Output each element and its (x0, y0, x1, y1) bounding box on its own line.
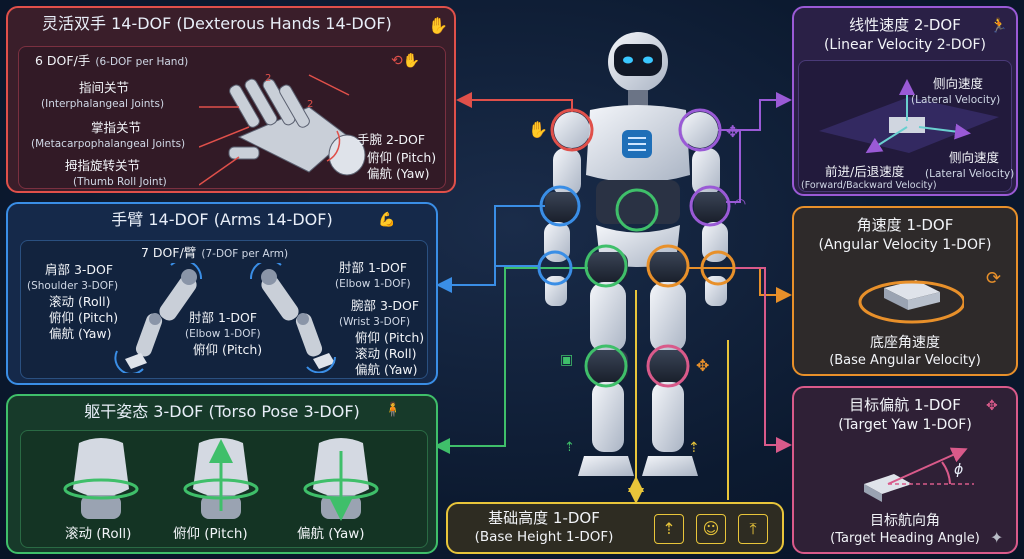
height-marker2-icon: ⇡ (688, 440, 700, 456)
thumb-en: (Thumb Roll Joint) (73, 176, 167, 188)
hands-detail-box: 6 DOF/手 (6-DOF per Hand) ⟲✋ 指间关节 (Interp… (18, 46, 446, 189)
wrist-label: 腕部 3-DOF (351, 298, 420, 313)
wrist-label: 手腕 2-DOF (357, 132, 426, 147)
lateral-en: (Lateral Velocity) (911, 94, 1001, 106)
hand-marker-icon: ✋ (528, 120, 548, 139)
sparkle-icon: ✦ (990, 528, 1004, 547)
elbow-top-en: (Elbow 1-DOF) (335, 278, 411, 290)
elbow-top-label: 肘部 1-DOF (339, 260, 408, 275)
hands-title: 灵活双手 14-DOF (Dexterous Hands 14-DOF) (42, 14, 392, 33)
connector-height (628, 290, 729, 504)
linear-velocity-panel: 线性速度 2-DOF (Linear Velocity 2-DOF) 🏃 侧向速… (792, 6, 1018, 196)
move-icon: ✥ (986, 398, 998, 414)
torso-roll: 滚动 (Roll) (65, 526, 132, 542)
arms-detail-box: 7 DOF/臂 (7-DOF per Arm) 肩部 3-DOF (Should… (20, 240, 428, 379)
base-height-panel: 基础高度 1-DOF (Base Height 1-DOF) ⇡ ☺ ⤒ (446, 502, 784, 554)
wrist-pitch: 俯仰 (Pitch) (355, 330, 425, 345)
forward-label: 前进/后退速度 (825, 164, 905, 179)
torso-marker-icon: ▣ (560, 352, 574, 368)
connector-hands (456, 92, 573, 112)
raise-icon: ⤒ (738, 514, 768, 544)
torso-detail-box: 滚动 (Roll) 俯仰 (Pitch) 偏航 (Yaw) (20, 430, 428, 548)
grip-icon: ⟲✋ (391, 53, 421, 69)
yaw-label: 目标航向角 (870, 513, 940, 529)
connector-arms (436, 205, 545, 293)
angular-illustration (858, 280, 964, 324)
arms-title: 手臂 14-DOF (Arms 14-DOF) (111, 210, 333, 229)
dim-a: 2 (265, 73, 271, 84)
angular-title-en: (Angular Velocity 1-DOF) (818, 237, 992, 253)
lateral2-label: 侧向速度 (949, 150, 1000, 165)
target-yaw-panel: 目标偏航 1-DOF (Target Yaw 1-DOF) ✥ ϕ 目标航向角 … (792, 386, 1018, 554)
rotate-icon: ⟳ (986, 268, 1002, 289)
metacarpophalangeal-en: (Metacarpophalangeal Joints) (31, 138, 186, 150)
per-arm-en: (7-DOF per Arm) (201, 248, 289, 260)
hands-panel: 灵活双手 14-DOF (Dexterous Hands 14-DOF) ✋ 6… (6, 6, 456, 193)
torso-yaw: 偏航 (Yaw) (297, 526, 365, 542)
shoulder-label: 肩部 3-DOF (45, 262, 114, 277)
wrist-yaw: 偏航 (Yaw) (355, 362, 418, 377)
linear-title: 线性速度 2-DOF (849, 16, 961, 34)
elbow-en: (Elbow 1-DOF) (185, 328, 261, 340)
shoulder-roll: 滚动 (Roll) (49, 294, 111, 309)
forward-en: (Forward/Backward Velocity) (801, 180, 937, 191)
yaw-marker-icon: ✥ (696, 356, 710, 375)
elbow-label: 肘部 1-DOF (189, 310, 258, 325)
person-icon: ☺ (696, 514, 726, 544)
height-title: 基础高度 1-DOF (488, 509, 600, 527)
height-title-en: (Base Height 1-DOF) (474, 529, 614, 545)
yaw-title-en: (Target Yaw 1-DOF) (838, 417, 972, 433)
connector-torso (434, 267, 590, 454)
yaw-illustration: ϕ (864, 447, 974, 502)
angular-label-en: (Base Angular Velocity) (829, 353, 981, 368)
hand-icon: ✋ (428, 16, 448, 35)
torso-icon: 🧍 (384, 402, 402, 418)
torso-title: 躯干姿态 3-DOF (Torso Pose 3-DOF) (84, 402, 360, 421)
torso-illustrations (63, 438, 379, 521)
metacarpophalangeal-label: 掌指关节 (91, 120, 142, 135)
lateral-label: 侧向速度 (933, 76, 984, 91)
move-marker-icon: ✥ (726, 122, 740, 141)
elbow-pitch: 俯仰 (Pitch) (193, 342, 263, 357)
per-arm-label: 7 DOF/臂 (141, 245, 197, 260)
stand-icon: ⇡ (654, 514, 684, 544)
per-hand-en: (6-DOF per Hand) (95, 56, 189, 68)
shoulder-pitch: 俯仰 (Pitch) (49, 310, 119, 325)
angular-title: 角速度 1-DOF (856, 216, 954, 234)
connector-yaw (735, 267, 792, 453)
interphalangeal-en: (Interphalangeal Joints) (41, 98, 165, 110)
shoulder-yaw: 偏航 (Yaw) (49, 326, 112, 341)
arms-panel: 手臂 14-DOF (Arms 14-DOF) 💪 7 DOF/臂 (7-DOF… (6, 202, 438, 385)
per-hand-label: 6 DOF/手 (35, 53, 91, 68)
wrist-roll: 滚动 (Roll) (355, 346, 417, 361)
height-marker-icon: ⇡ (564, 440, 575, 455)
arm-left-illustration (114, 263, 203, 373)
wifi-marker-icon: ◠ (734, 196, 747, 212)
yaw-label-en: (Target Heading Angle) (830, 531, 980, 546)
torso-pitch: 俯仰 (Pitch) (173, 526, 248, 542)
angular-velocity-panel: 角速度 1-DOF (Angular Velocity 1-DOF) ⟳ 底座角… (792, 206, 1018, 376)
wrist-yaw: 偏航 (Yaw) (367, 166, 430, 181)
thumb-label: 拇指旋转关节 (65, 158, 141, 173)
linear-detail-box: 侧向速度 (Lateral Velocity) 侧向速度 (Lateral Ve… (798, 60, 1015, 192)
yaw-title: 目标偏航 1-DOF (849, 396, 961, 414)
hand-illustration: 2 2 (199, 73, 366, 186)
interphalangeal-label: 指间关节 (79, 80, 130, 95)
dim-b: 2 (307, 99, 313, 110)
linear-title-en: (Linear Velocity 2-DOF) (823, 37, 987, 53)
running-icon: 🏃 (990, 18, 1008, 34)
humanoid-robot (544, 32, 728, 476)
shoulder-en: (Shoulder 3-DOF) (27, 280, 119, 292)
arm-right-illustration (249, 263, 336, 373)
torso-panel: 躯干姿态 3-DOF (Torso Pose 3-DOF) 🧍 滚动 (Rol (6, 394, 438, 554)
joint-rings (537, 108, 736, 388)
angular-label: 底座角速度 (870, 335, 940, 351)
phi-symbol: ϕ (954, 462, 963, 478)
linear-illustration (819, 79, 999, 154)
wrist-en: (Wrist 3-DOF) (339, 316, 411, 328)
wrist-pitch: 俯仰 (Pitch) (367, 150, 437, 165)
arm-icon: 💪 (378, 212, 396, 228)
lateral2-en: (Lateral Velocity) (925, 168, 1015, 180)
